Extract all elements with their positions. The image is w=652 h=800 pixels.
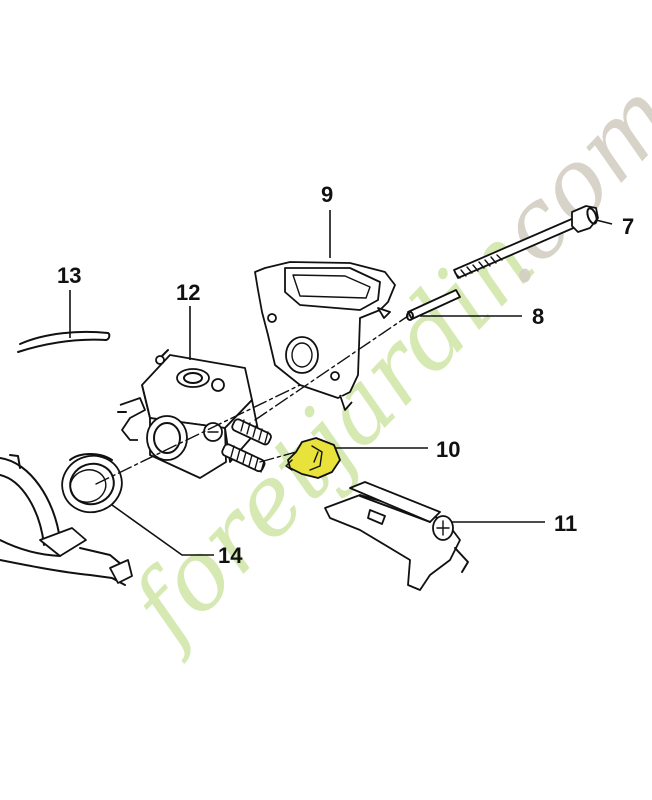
part-12-carburetor — [117, 349, 272, 479]
leader-14 — [111, 504, 214, 556]
leader-7 — [595, 219, 613, 225]
part-7-bolt — [453, 205, 599, 279]
part-label-7: 7 — [622, 214, 634, 239]
part-14-gasket — [61, 453, 123, 514]
part-label-9: 9 — [321, 182, 333, 207]
part-label-11: 11 — [554, 511, 577, 536]
adjustment-screws — [203, 418, 272, 473]
part-13-hose — [17, 330, 111, 353]
part-label-14: 14 — [218, 543, 243, 568]
left-housing — [0, 454, 133, 586]
highlight-shape — [287, 437, 341, 479]
part-label-12: 12 — [176, 280, 200, 305]
part-11-trigger-assembly — [324, 481, 469, 591]
part-10-choke-highlighted — [285, 437, 341, 479]
part-9-manifold — [254, 261, 396, 411]
leader-lines — [69, 210, 613, 556]
part-label-13: 13 — [57, 263, 81, 288]
part-label-8: 8 — [532, 304, 544, 329]
part-label-10: 10 — [436, 437, 460, 462]
alignment-axes — [95, 315, 409, 485]
part-labels: 7 8 9 10 11 12 13 14 — [57, 182, 634, 568]
